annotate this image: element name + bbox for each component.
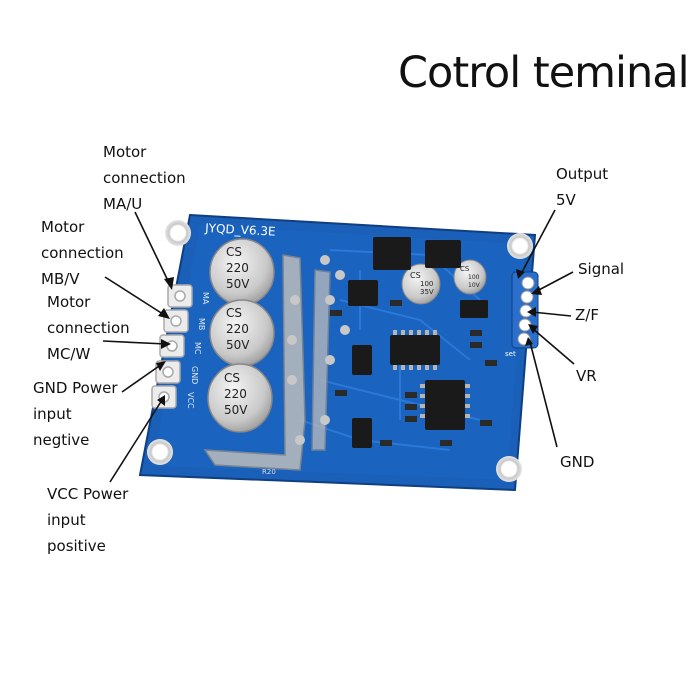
cap-1-line-1: CS bbox=[226, 245, 242, 259]
label-vr: VR bbox=[576, 367, 597, 385]
label-output-line-1: Output bbox=[556, 165, 609, 183]
silk-mc: MC bbox=[193, 342, 202, 355]
small-cap-2-line-1: CS bbox=[460, 265, 470, 273]
label-motor-ma-line-1: Motor bbox=[103, 143, 147, 161]
label-motor-mc-line-2: connection bbox=[47, 319, 130, 337]
model-silkscreen: JYQD_V6.3E bbox=[204, 221, 276, 239]
cap-2-line-3: 50V bbox=[226, 338, 250, 352]
label-motor-mc: Motor connection MC/W bbox=[47, 289, 130, 367]
cap-3-line-1: CS bbox=[224, 371, 240, 385]
label-motor-ma: Motor connection MA/U bbox=[103, 139, 186, 217]
label-gnd-line-3: negtive bbox=[33, 431, 90, 449]
small-cap-2-line-2: 100 bbox=[468, 274, 480, 281]
silk-ma: MA bbox=[201, 292, 210, 305]
label-output-line-2: 5V bbox=[556, 191, 576, 209]
small-capacitor-2: CS 100 10V bbox=[453, 259, 487, 295]
cap-1-line-3: 50V bbox=[226, 277, 250, 291]
label-motor-ma-line-2: connection bbox=[103, 169, 186, 187]
label-zf: Z/F bbox=[575, 306, 599, 324]
small-cap-1-line-3: 35V bbox=[420, 288, 434, 296]
label-motor-mb: Motor connection MB/V bbox=[41, 214, 124, 292]
ic-chips bbox=[348, 237, 488, 448]
cap-3-line-3: 50V bbox=[224, 403, 248, 417]
small-capacitor-1: CS 100 35V bbox=[401, 263, 441, 305]
small-cap-1-line-2: 100 bbox=[420, 280, 433, 288]
label-motor-mb-line-1: Motor bbox=[41, 218, 85, 236]
label-gnd-power: GND Power input negtive bbox=[33, 375, 118, 453]
arrow-heads bbox=[156, 269, 542, 406]
label-motor-mb-line-2: connection bbox=[41, 244, 124, 262]
callout-arrows bbox=[102, 209, 575, 483]
capacitor-3: CS 220 50V bbox=[207, 363, 273, 433]
control-terminal-pads bbox=[511, 271, 539, 349]
label-gnd-line-1: GND Power bbox=[33, 379, 118, 397]
set-silkscreen: set bbox=[505, 350, 516, 358]
label-motor-mb-line-3: MB/V bbox=[41, 270, 80, 288]
silk-gnd: GND bbox=[190, 366, 199, 384]
label-motor-mc-line-3: MC/W bbox=[47, 345, 91, 363]
cap-1-line-2: 220 bbox=[226, 261, 249, 275]
silk-vcc: VCC bbox=[186, 392, 195, 409]
label-signal: Signal bbox=[578, 260, 625, 278]
diagram-title: Cotrol teminal bbox=[398, 48, 690, 98]
chip-pins bbox=[393, 330, 470, 418]
label-vcc-power: VCC Power input positive bbox=[47, 481, 128, 559]
j1-silkscreen: J1 bbox=[160, 258, 168, 266]
cap-3-line-2: 220 bbox=[224, 387, 247, 401]
label-gnd-control: GND bbox=[560, 453, 595, 471]
capacitor-2: CS 220 50V bbox=[209, 299, 275, 367]
solder-dots bbox=[287, 255, 350, 445]
small-cap-1-line-1: CS bbox=[410, 271, 421, 280]
silk-mb: MB bbox=[197, 318, 206, 330]
cap-2-line-1: CS bbox=[226, 306, 242, 320]
label-motor-mc-line-1: Motor bbox=[47, 293, 91, 311]
r20-silkscreen: R20 bbox=[262, 468, 276, 476]
smd-parts bbox=[330, 300, 497, 446]
mounting-holes bbox=[147, 220, 533, 482]
label-output-5v: Output 5V bbox=[556, 161, 608, 213]
label-motor-ma-line-3: MA/U bbox=[103, 195, 143, 213]
cap-2-line-2: 220 bbox=[226, 322, 249, 336]
capacitor-1: CS 220 50V bbox=[209, 238, 275, 306]
label-vcc-line-2: input bbox=[47, 511, 86, 529]
small-cap-2-line-3: 10V bbox=[468, 282, 481, 289]
solder-bus bbox=[203, 254, 331, 471]
label-gnd-line-2: input bbox=[33, 405, 72, 423]
label-vcc-line-3: positive bbox=[47, 537, 106, 555]
label-vcc-line-1: VCC Power bbox=[47, 485, 129, 503]
